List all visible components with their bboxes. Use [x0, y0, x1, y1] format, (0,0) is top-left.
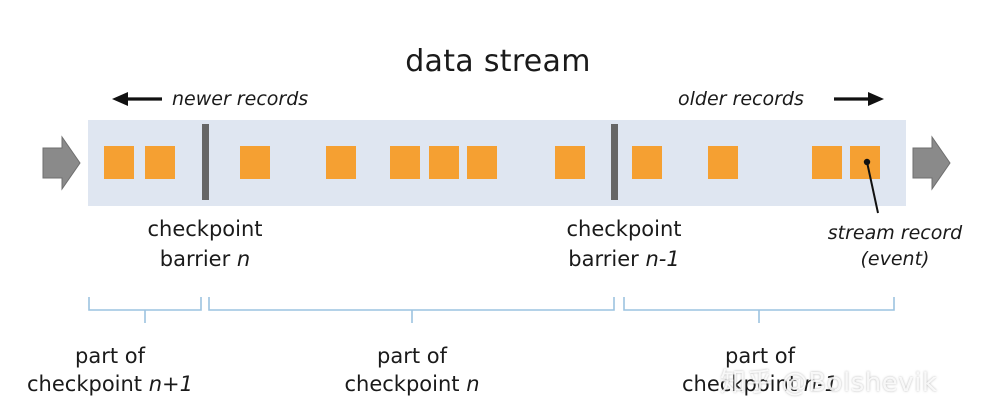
stream-record — [240, 146, 270, 179]
stream-record — [467, 146, 497, 179]
stream-record — [812, 146, 842, 179]
brace-checkpoint-n — [208, 297, 615, 323]
stream-record — [104, 146, 134, 179]
older-records-label: older records — [678, 88, 804, 110]
part-of-checkpoint-n-label: part of checkpoint n — [344, 344, 480, 396]
stream-record — [429, 146, 459, 179]
stream-record — [390, 146, 420, 179]
stream-record — [326, 146, 356, 179]
stream-record — [632, 146, 662, 179]
stream-inflow-arrow-icon — [42, 135, 81, 191]
checkpoint-barrier-n — [202, 124, 209, 200]
stream-outflow-arrow-icon — [912, 135, 951, 191]
checkpoint-braces — [88, 297, 895, 323]
stream-record-pointer — [863, 158, 879, 214]
part-of-checkpoint-n-minus-1-label: part of checkpoint n-1 — [682, 344, 838, 396]
newer-records-label: newer records — [172, 88, 309, 110]
newer-direction-arrow-icon — [112, 92, 162, 106]
barrier-n-minus-1-label: checkpoint barrier n-1 — [566, 217, 682, 271]
part-of-checkpoint-n-plus-1-label: part of checkpoint n+1 — [27, 344, 193, 396]
older-direction-arrow-icon — [834, 92, 884, 106]
checkpoint-barrier-n-minus-1 — [611, 124, 618, 200]
barrier-n-label: checkpoint barrier n — [147, 217, 263, 271]
diagram-title: data stream — [405, 44, 591, 79]
watermark: 知乎 @Bolshevik — [720, 368, 938, 398]
stream-record — [555, 146, 585, 179]
brace-checkpoint-n-minus-1 — [623, 297, 895, 323]
stream-record — [708, 146, 738, 179]
stream-record-label: stream record (event) — [827, 222, 963, 270]
stream-records — [104, 146, 880, 179]
brace-checkpoint-n-plus-1 — [88, 297, 202, 323]
stream-record — [145, 146, 175, 179]
